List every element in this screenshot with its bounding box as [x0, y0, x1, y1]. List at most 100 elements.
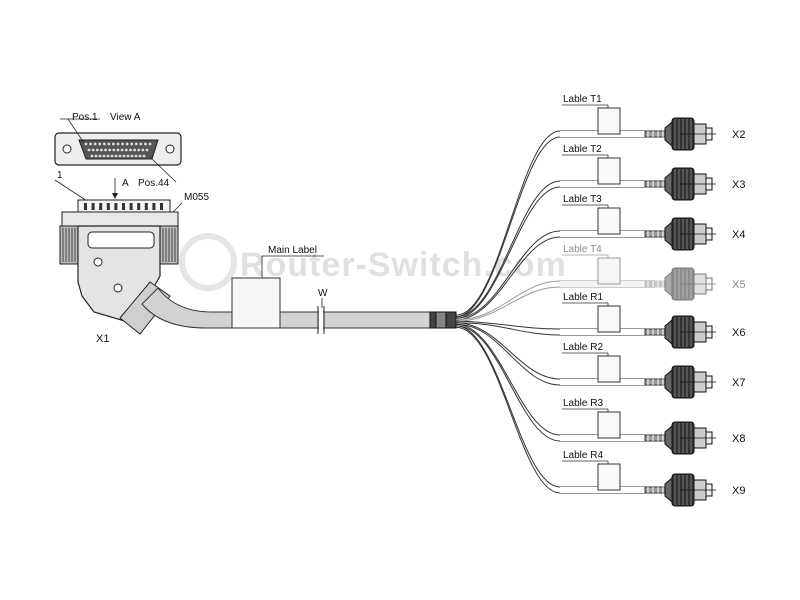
bnc-designator: X8	[732, 433, 745, 445]
breakout-ferrule-band	[435, 311, 447, 329]
branch-label-tag	[597, 157, 621, 185]
side-pin	[99, 203, 103, 210]
branch-label-tag	[597, 411, 621, 439]
face-pin	[138, 154, 142, 158]
face-pin	[121, 142, 124, 146]
pos44-leader	[149, 156, 177, 183]
face-pin	[93, 142, 97, 146]
bnc-crimp-taper	[664, 120, 673, 148]
branch-label-text: Lable T4	[563, 244, 602, 255]
face-pin	[114, 154, 118, 158]
branch-label-text: Lable T3	[563, 194, 602, 205]
face-mount-hole-left	[62, 144, 72, 154]
face-pin	[112, 142, 115, 146]
branch-cable-line	[455, 286, 655, 322]
branch-label-text: Lable R4	[563, 450, 603, 461]
side-pin	[152, 203, 156, 210]
bnc-crimp-taper	[664, 170, 673, 198]
connector-face-view: Pos.1 View A Pos.44	[54, 112, 182, 189]
face-pin	[144, 142, 147, 146]
bnc-designator: X9	[732, 485, 745, 497]
side-pins	[84, 203, 163, 210]
branch-label-text: Lable T1	[563, 94, 602, 105]
branch-label-text: Lable R1	[563, 292, 603, 303]
branch-cable-line	[455, 280, 655, 321]
hood-window	[87, 231, 155, 249]
m055-label: M055	[184, 192, 209, 203]
face-pin	[107, 142, 111, 146]
branch-cable-line	[455, 325, 655, 442]
branch-cable-line	[455, 325, 655, 488]
branch-label-tag	[597, 107, 621, 135]
hood-screw-2	[113, 283, 123, 293]
branch-label-text: Lable R3	[563, 398, 603, 409]
face-pin	[87, 148, 91, 152]
face-pin	[102, 142, 106, 146]
face-pin	[90, 154, 94, 158]
branch-cable-line	[455, 326, 655, 494]
bnc-designator: X2	[732, 129, 745, 141]
face-pin	[134, 154, 138, 158]
main-cable-body	[141, 287, 453, 329]
watermark-text: Router-Switch.com	[240, 246, 567, 284]
face-mount-hole-right	[165, 144, 175, 154]
bnc-designator: X7	[732, 377, 745, 389]
face-pin	[145, 148, 149, 152]
side-pin	[106, 203, 110, 210]
face-pin	[110, 154, 114, 158]
connector-flange	[61, 211, 179, 227]
cable-break-gap	[319, 311, 323, 329]
bnc-connector	[644, 167, 716, 201]
branch-cable-line	[455, 136, 655, 318]
face-pin	[98, 142, 102, 146]
face-pin	[112, 148, 116, 152]
x1-designator: X1	[96, 333, 109, 345]
branch-cable-line	[455, 322, 655, 380]
face-pin	[108, 148, 112, 152]
bnc-designator: X4	[732, 229, 745, 241]
bnc-crimp-taper	[664, 424, 673, 452]
side-pin	[160, 203, 163, 210]
branch-cable-line	[455, 130, 655, 316]
branch-cable-line	[455, 180, 655, 318]
side-pin	[84, 203, 87, 210]
view-a-label: View A	[110, 112, 141, 123]
pos1-leader	[67, 118, 85, 144]
branch-label-tag	[597, 463, 621, 491]
watermark-logo-icon	[179, 233, 237, 291]
branch-cable-line	[455, 323, 655, 436]
face-pin	[89, 142, 92, 146]
pos44-label: Pos.44	[138, 178, 170, 189]
face-pin	[124, 148, 128, 152]
face-pin	[130, 154, 134, 158]
main-label-text: Main Label	[268, 245, 317, 256]
branch-label-tag	[597, 355, 621, 383]
bnc-crimp-taper	[664, 318, 673, 346]
face-pin	[116, 142, 120, 146]
face-pin	[118, 154, 122, 158]
face-pin	[84, 142, 88, 146]
face-pin	[130, 142, 134, 146]
bnc-connectors	[644, 117, 716, 507]
branch-label-tag	[597, 257, 621, 285]
bnc-designator: X6	[732, 327, 745, 339]
bnc-crimp-taper	[664, 270, 673, 298]
face-pin	[137, 148, 141, 152]
branch-label-text: Lable R2	[563, 342, 603, 353]
branch-label-tag	[597, 305, 621, 333]
face-pin	[100, 148, 103, 152]
branch-cables	[455, 104, 655, 494]
face-pin	[116, 148, 120, 152]
pin1-label: 1	[57, 170, 63, 181]
arrow-a-head-icon	[112, 193, 118, 199]
face-pin	[94, 154, 98, 158]
branch-cable-line	[455, 320, 655, 330]
face-pin	[122, 154, 126, 158]
bnc-designator: X3	[732, 179, 745, 191]
arrow-a-label: A	[122, 178, 129, 189]
face-pin	[126, 154, 130, 158]
w-label: W	[318, 288, 328, 299]
bnc-connector	[644, 421, 716, 455]
